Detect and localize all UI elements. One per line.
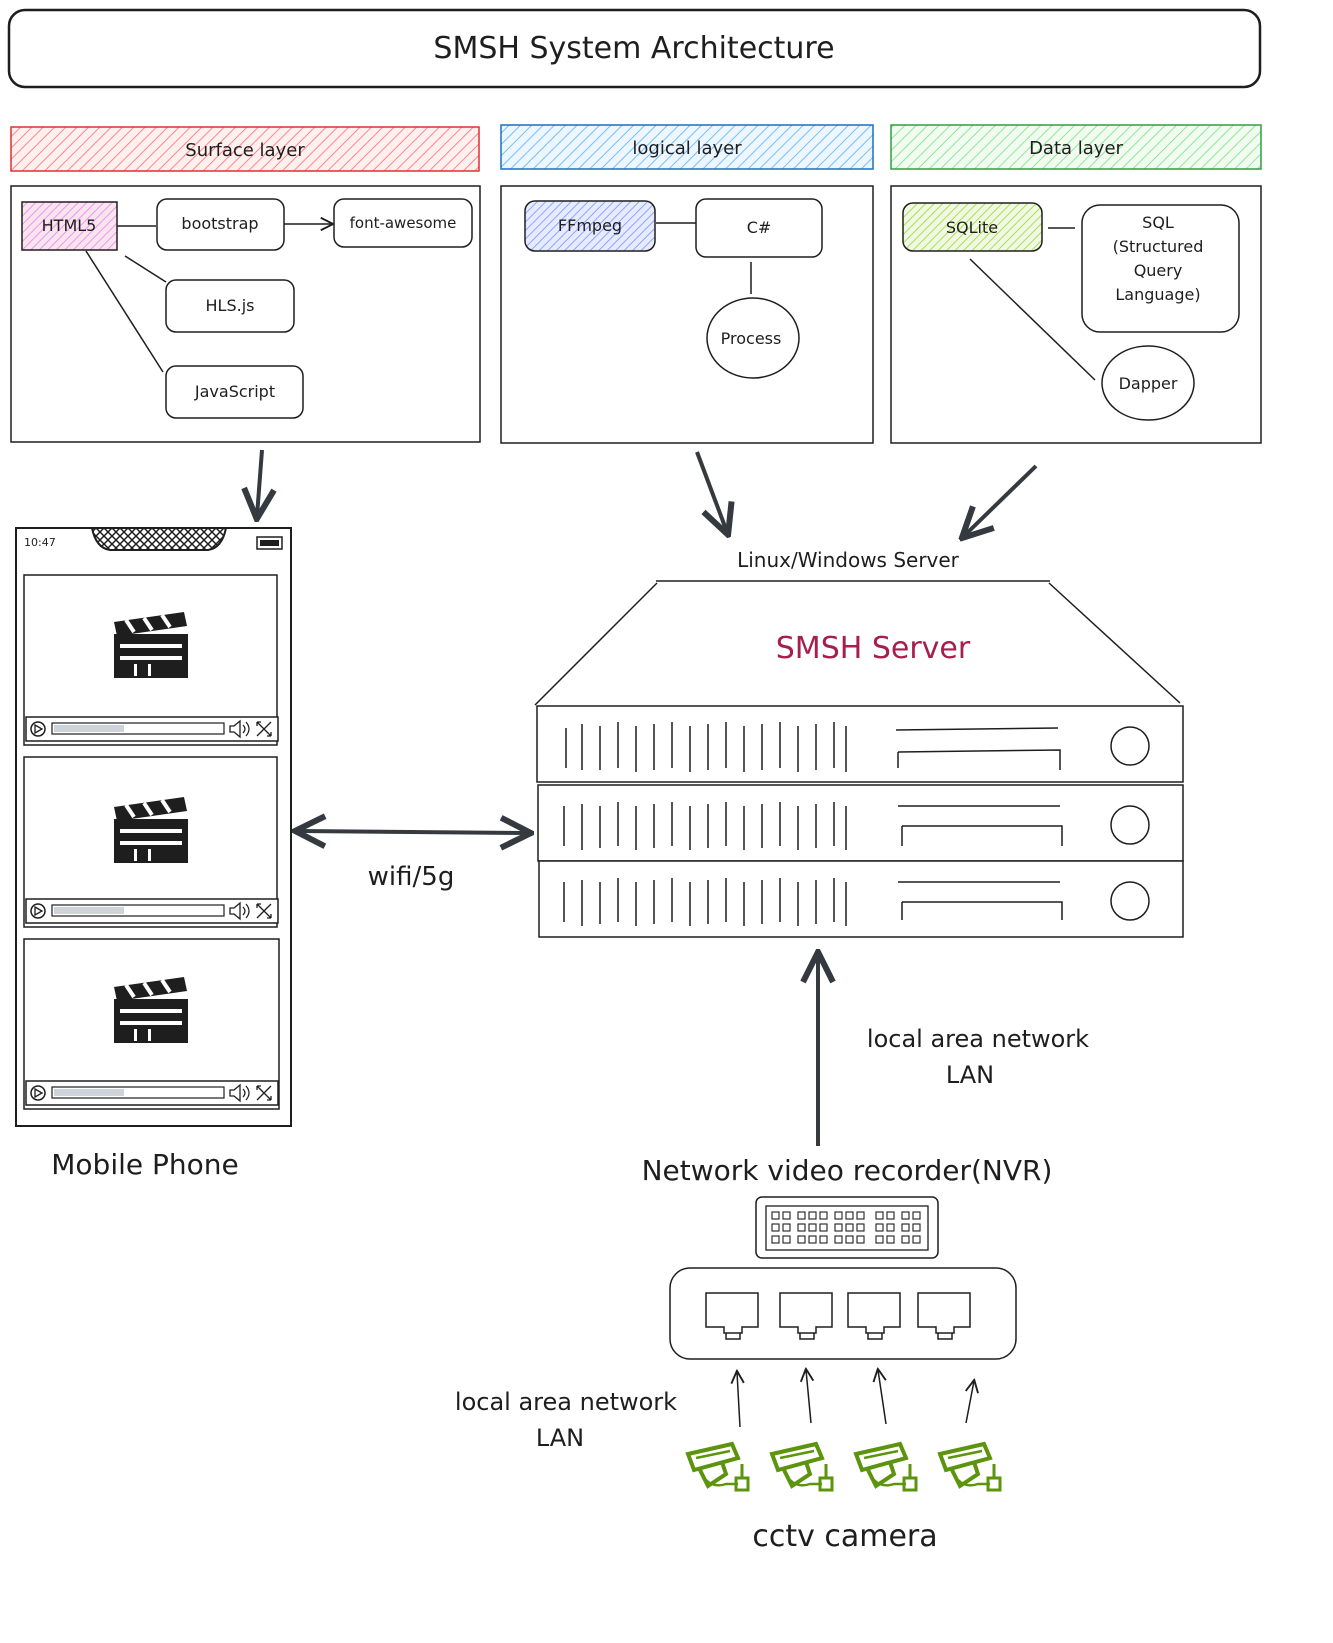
sqlite-node: SQLite bbox=[902, 202, 1043, 252]
clapperboard-icon bbox=[112, 795, 190, 865]
mobile-phone-label: Mobile Phone bbox=[51, 1148, 238, 1181]
svg-text:(Structured: (Structured bbox=[1113, 237, 1204, 256]
server-name: SMSH Server bbox=[776, 631, 971, 666]
cctv-camera-label: cctv camera bbox=[752, 1519, 937, 1554]
svg-text:Query: Query bbox=[1134, 261, 1183, 280]
title-box bbox=[7, 8, 1262, 89]
svg-text:Dapper: Dapper bbox=[1119, 374, 1178, 393]
hlsjs-node: HLS.js bbox=[165, 279, 295, 333]
svg-text:Data layer: Data layer bbox=[1029, 138, 1123, 159]
connector-html5-hlsjs bbox=[124, 255, 167, 283]
battery-icon bbox=[256, 536, 283, 550]
fontawesome-node: font-awesome bbox=[333, 198, 473, 248]
svg-text:JavaScript: JavaScript bbox=[194, 382, 275, 401]
svg-text:Surface layer: Surface layer bbox=[185, 140, 305, 161]
diagram-title: SMSH System Architecture bbox=[433, 31, 834, 66]
svg-text:Language): Language) bbox=[1115, 285, 1200, 304]
connector-sqlite-dapper bbox=[969, 258, 1096, 381]
sql-node: SQL (Structured Query Language) bbox=[1081, 204, 1240, 333]
nvr-device bbox=[669, 1196, 1017, 1360]
video-card bbox=[23, 756, 279, 928]
cctv-camera-icon bbox=[770, 1442, 834, 1492]
video-card bbox=[23, 938, 280, 1110]
lan-label-top-line2: LAN bbox=[946, 1061, 994, 1089]
server-unit bbox=[537, 784, 1184, 862]
arrow-surface-to-phone bbox=[257, 449, 262, 516]
data-layer-header: Data layer bbox=[890, 124, 1262, 170]
logical-layer-header: logical layer bbox=[500, 124, 874, 170]
wifi-link-arrow bbox=[298, 831, 528, 833]
bootstrap-node: bootstrap bbox=[156, 198, 285, 251]
surface-layer-header: Surface layer bbox=[10, 126, 480, 172]
keyboard-icon bbox=[755, 1196, 939, 1259]
video-controls bbox=[25, 1080, 279, 1106]
svg-text:bootstrap: bootstrap bbox=[181, 214, 258, 233]
video-controls bbox=[25, 898, 279, 924]
svg-text:HTML5: HTML5 bbox=[42, 216, 97, 235]
svg-text:SQL: SQL bbox=[1142, 213, 1174, 232]
phone-clock: 10:47 bbox=[24, 536, 56, 549]
cctv-camera-icon bbox=[938, 1442, 1002, 1492]
clapperboard-icon bbox=[112, 610, 190, 680]
lan-label-bottom-line2: LAN bbox=[536, 1424, 584, 1452]
network-switch bbox=[669, 1267, 1017, 1360]
clapperboard-icon bbox=[112, 975, 190, 1045]
dapper-node: Dapper bbox=[1101, 345, 1195, 421]
svg-text:HLS.js: HLS.js bbox=[206, 296, 255, 315]
javascript-node: JavaScript bbox=[165, 365, 304, 419]
svg-text:logical layer: logical layer bbox=[632, 138, 742, 159]
ffmpeg-node: FFmpeg bbox=[524, 200, 656, 252]
wifi-link-label: wifi/5g bbox=[368, 862, 455, 892]
server-unit bbox=[538, 860, 1184, 938]
lan-label-bottom-line1: local area network bbox=[455, 1388, 677, 1416]
lan-label-top-line1: local area network bbox=[867, 1025, 1089, 1053]
cctv-camera-icon bbox=[686, 1442, 750, 1492]
camera-links bbox=[737, 1370, 974, 1428]
svg-text:SQLite: SQLite bbox=[946, 218, 998, 237]
arrow-data-to-server bbox=[964, 464, 1038, 536]
svg-text:font-awesome: font-awesome bbox=[350, 214, 457, 232]
connector-html5-javascript bbox=[85, 250, 164, 373]
server-unit bbox=[536, 705, 1184, 783]
nvr-label: Network video recorder(NVR) bbox=[642, 1154, 1053, 1187]
svg-text:C#: C# bbox=[747, 218, 772, 237]
process-node: Process bbox=[706, 297, 800, 379]
arrow-logical-to-server bbox=[695, 451, 727, 532]
mobile-phone: 10:47 bbox=[15, 527, 292, 1127]
cctv-camera-icon bbox=[854, 1442, 918, 1492]
phone-notch bbox=[90, 527, 228, 551]
svg-text:Process: Process bbox=[721, 329, 782, 348]
server-os-label: Linux/Windows Server bbox=[737, 548, 960, 572]
video-controls bbox=[25, 716, 279, 742]
csharp-node: C# bbox=[695, 198, 823, 258]
svg-text:FFmpeg: FFmpeg bbox=[558, 216, 622, 235]
html5-node: HTML5 bbox=[21, 201, 118, 251]
video-card bbox=[23, 574, 279, 746]
smsh-server: SMSH Server bbox=[534, 580, 1184, 938]
